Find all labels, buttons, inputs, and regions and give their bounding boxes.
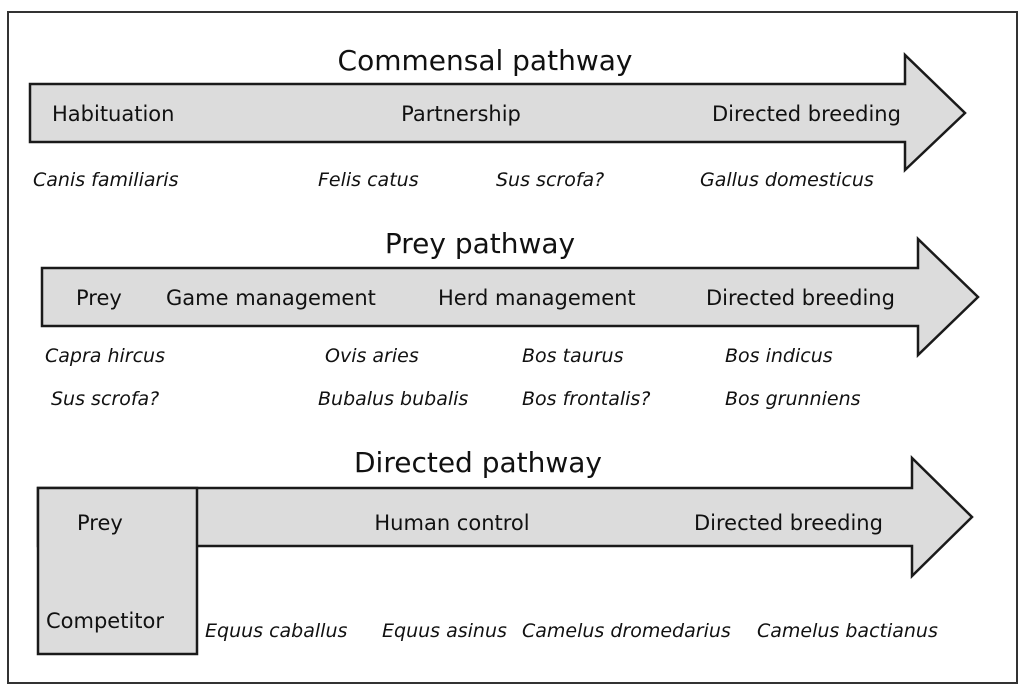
species: Capra hircus — [45, 345, 165, 367]
species: Ovis aries — [325, 345, 419, 367]
species: Bos frontalis? — [522, 388, 650, 410]
prey-title: Prey pathway — [385, 227, 575, 260]
species: Felis catus — [318, 169, 419, 191]
species: Equus caballus — [205, 620, 347, 642]
stage-directed-breeding: Directed breeding — [706, 286, 895, 310]
species: Canis familiaris — [33, 169, 179, 191]
stage-human-control: Human control — [374, 511, 529, 535]
box-label-prey: Prey — [77, 511, 123, 535]
stage-prey: Prey — [76, 286, 122, 310]
stage-herd-management: Herd management — [438, 286, 636, 310]
species: Equus asinus — [382, 620, 507, 642]
species: Camelus dromedarius — [522, 620, 731, 642]
stage-habituation: Habituation — [52, 102, 174, 126]
species: Bos taurus — [522, 345, 624, 367]
species: Camelus bactianus — [757, 620, 938, 642]
species: Bubalus bubalis — [318, 388, 468, 410]
stage-directed-breeding: Directed breeding — [712, 102, 901, 126]
prey-arrow — [40, 236, 980, 358]
stage-partnership: Partnership — [401, 102, 521, 126]
stage-game-management: Game management — [166, 286, 376, 310]
species: Sus scrofa? — [496, 169, 604, 191]
species: Gallus domesticus — [700, 169, 874, 191]
commensal-title: Commensal pathway — [338, 44, 633, 77]
species: Bos indicus — [725, 345, 833, 367]
commensal-arrow — [28, 52, 967, 173]
species: Bos grunniens — [725, 388, 861, 410]
species: Sus scrofa? — [51, 388, 159, 410]
stage-directed-breeding: Directed breeding — [694, 511, 883, 535]
box-label-competitor: Competitor — [46, 609, 164, 633]
prey-competitor-box — [36, 486, 199, 656]
directed-title: Directed pathway — [354, 446, 602, 479]
